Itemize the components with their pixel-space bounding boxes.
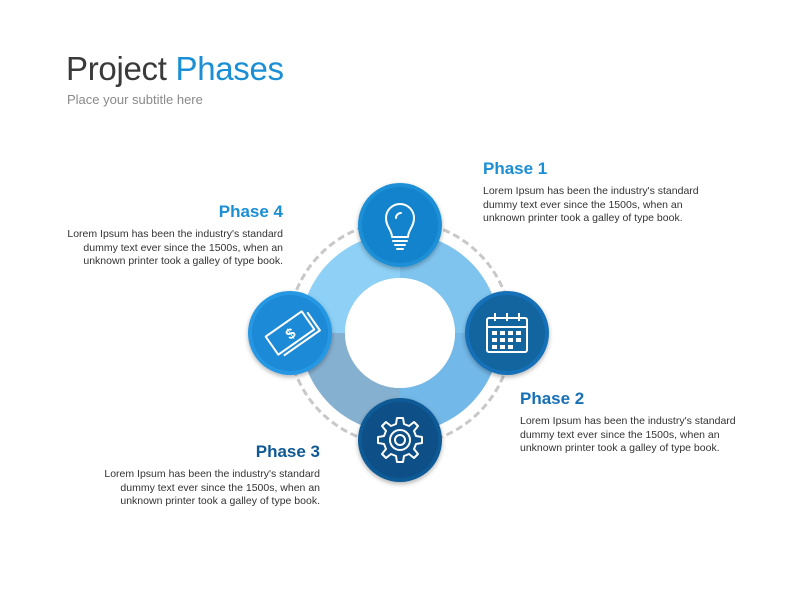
phase1-block: Phase 1 Lorem Ipsum has been the industr… [483, 159, 713, 226]
gear-icon [377, 417, 423, 463]
title-main: Project [66, 50, 167, 87]
phase3-node [358, 398, 442, 482]
phase4-node: $ [248, 291, 332, 375]
lightbulb-icon [385, 203, 415, 250]
phase2-title: Phase 2 [520, 389, 585, 408]
phase3-title: Phase 3 [255, 442, 320, 461]
phase2-node [465, 291, 549, 375]
phase1-node [358, 183, 442, 267]
phase4-block: Phase 4 Lorem Ipsum has been the industr… [53, 202, 283, 269]
phase2-text: Lorem Ipsum has been the industry's stan… [520, 415, 736, 454]
page-subtitle: Place your subtitle here [67, 92, 203, 107]
phase1-text: Lorem Ipsum has been the industry's stan… [483, 185, 699, 224]
phase2-block: Phase 2 Lorem Ipsum has been the industr… [520, 389, 750, 456]
page-title: Project Phases [66, 50, 284, 88]
phase4-title: Phase 4 [218, 202, 283, 221]
calendar-icon [486, 313, 528, 353]
phase3-block: Phase 3 Lorem Ipsum has been the industr… [90, 442, 320, 509]
phase3-text: Lorem Ipsum has been the industry's stan… [104, 468, 320, 507]
phase1-title: Phase 1 [483, 159, 548, 178]
center-hole [345, 278, 455, 388]
phase4-text: Lorem Ipsum has been the industry's stan… [67, 228, 283, 267]
title-accent: Phases [175, 50, 284, 87]
